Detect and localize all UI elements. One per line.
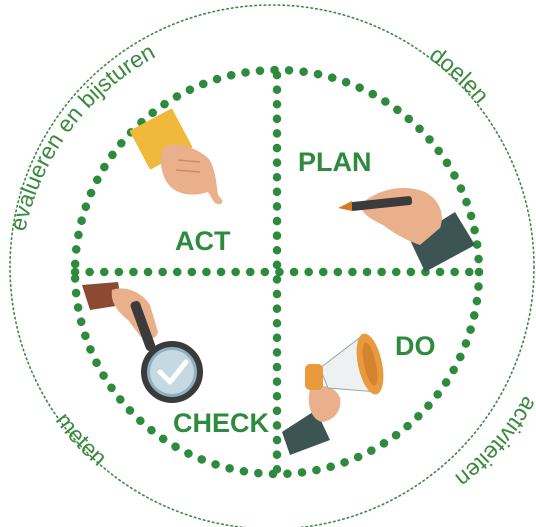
- label-meten: meten: [51, 407, 112, 470]
- pointing-hand-icon: [129, 108, 223, 205]
- inner-dotted-circle: [70, 65, 484, 479]
- megaphone-icon: [282, 333, 384, 455]
- label-doelen: doelen: [425, 41, 494, 108]
- magnifier-check-icon: [82, 282, 203, 403]
- label-activiteiten: activiteiten: [451, 392, 536, 492]
- writing-hand-icon: [338, 188, 475, 272]
- quadrant-label-act: ACT: [175, 226, 231, 256]
- quadrant-label-plan: PLAN: [298, 147, 372, 177]
- quadrant-label-check: CHECK: [173, 408, 270, 438]
- quadrant-label-do: DO: [395, 331, 436, 361]
- outer-ring: [9, 4, 535, 527]
